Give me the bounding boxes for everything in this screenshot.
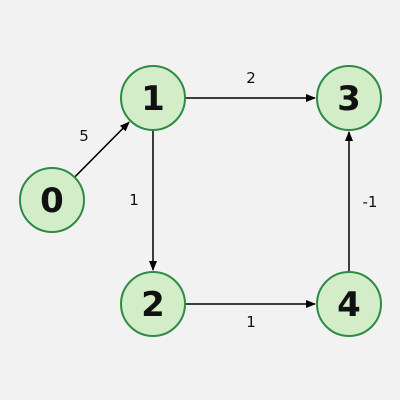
edges-layer: 5 2 1 1 -1 bbox=[74, 69, 378, 331]
node-4: 4 bbox=[316, 271, 382, 337]
node-label-1: 1 bbox=[141, 79, 165, 119]
edge-weight-4-to-3: -1 bbox=[363, 193, 378, 211]
edge-weight-1-to-2: 1 bbox=[129, 191, 139, 209]
node-0: 0 bbox=[19, 167, 85, 233]
nodes-layer: 0 1 2 3 4 bbox=[19, 65, 382, 337]
node-3: 3 bbox=[316, 65, 382, 131]
node-circle-0 bbox=[19, 167, 85, 233]
node-1: 1 bbox=[120, 65, 186, 131]
node-2: 2 bbox=[120, 271, 186, 337]
edge-weight-2-to-4: 1 bbox=[246, 313, 256, 331]
node-circle-2 bbox=[120, 271, 186, 337]
node-label-3: 3 bbox=[337, 79, 361, 119]
node-circle-4 bbox=[316, 271, 382, 337]
edge-0-to-1 bbox=[74, 121, 130, 178]
edge-weight-0-to-1: 5 bbox=[79, 127, 89, 145]
node-label-2: 2 bbox=[141, 285, 165, 325]
node-label-0: 0 bbox=[40, 181, 64, 221]
node-label-4: 4 bbox=[337, 285, 361, 325]
node-circle-3 bbox=[316, 65, 382, 131]
edge-weight-1-to-3: 2 bbox=[246, 69, 256, 87]
node-circle-1 bbox=[120, 65, 186, 131]
